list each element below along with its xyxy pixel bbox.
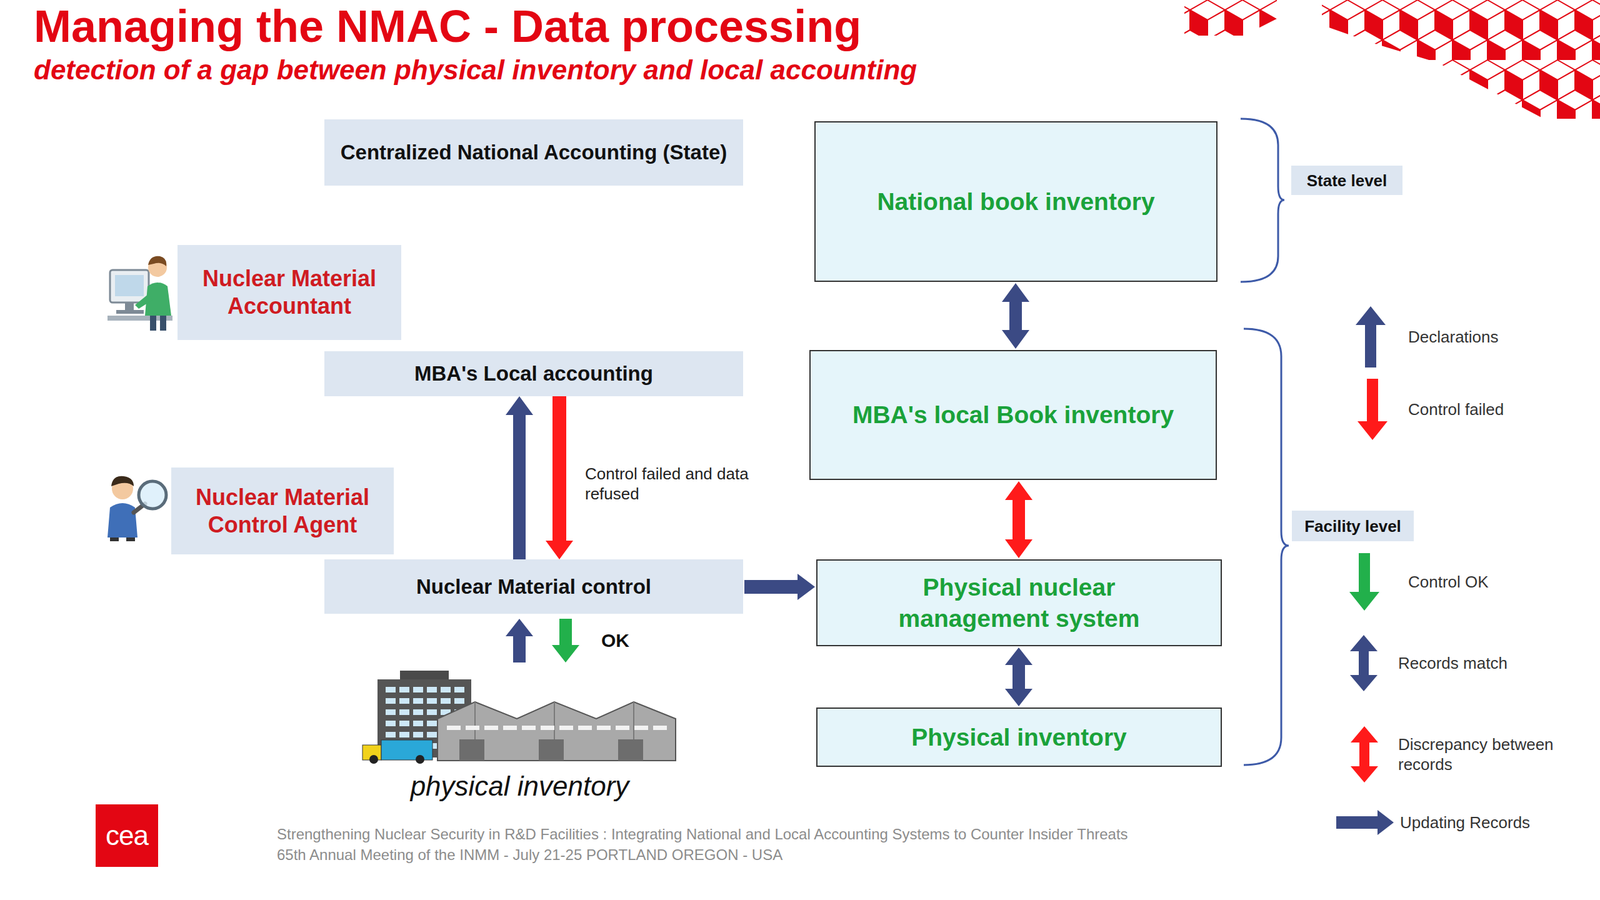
block-arrow: [545, 396, 574, 560]
inventory-box: MBA's local Book inventory: [809, 350, 1217, 480]
legend-item: Discrepancy between records: [1318, 720, 1594, 789]
accounting-box: MBA's Local accounting: [324, 351, 744, 397]
legend-icon: [1318, 628, 1400, 698]
cube-motif: [1321, 0, 1600, 119]
accounting-box: Centralized National Accounting (State): [324, 119, 744, 186]
legend-icon: [1318, 302, 1400, 372]
node-text: Facility level: [1304, 515, 1402, 537]
legend-arrow: [1357, 378, 1388, 440]
footer-text: 65th Annual Meeting of the INMM - July 2…: [276, 845, 783, 865]
legend-item: Control OK: [1318, 547, 1594, 617]
legend-arrow: [1350, 726, 1379, 783]
legend-text: Records match: [1398, 653, 1586, 674]
role-box: Nuclear Material Accountant: [177, 245, 402, 340]
page-title: Managing the NMAC - Data processing: [33, 0, 862, 53]
block-arrow: [1005, 647, 1033, 707]
legend-arrow: [1355, 306, 1386, 368]
accounting-box: Nuclear Material control: [324, 559, 744, 614]
block-arrow: [505, 396, 534, 560]
block-arrow: [1005, 481, 1033, 559]
inventory-box: National book inventory: [814, 121, 1218, 282]
node-text: Physical nuclear management system: [872, 571, 1167, 635]
inventory-box: Physical nuclear management system: [816, 559, 1222, 647]
facility-illustration: [362, 670, 676, 764]
logo-square: [95, 804, 159, 867]
illustration-node: physical inventory: [362, 667, 677, 802]
accountant-icon: [107, 256, 173, 331]
block-arrow: [1001, 283, 1030, 349]
legend-text: Declarations: [1408, 326, 1596, 347]
legend-arrow: [1336, 810, 1394, 835]
agent-icon: [107, 476, 167, 542]
node-text: Centralized National Accounting (State): [340, 140, 728, 165]
edge-label: OK: [601, 630, 630, 652]
inventory-box: Physical inventory: [816, 707, 1222, 767]
block-arrow: [744, 573, 815, 600]
legend-text: Control OK: [1408, 571, 1596, 592]
legend-text: Updating Records: [1400, 812, 1588, 833]
logo-text: cea: [95, 804, 159, 867]
legend-text: Discrepancy between records: [1398, 734, 1586, 775]
legend-item: Declarations: [1318, 302, 1594, 372]
node-text: Nuclear Material Accountant: [185, 265, 394, 320]
cube-motif: [1184, 0, 1277, 36]
legend-icon: [1318, 788, 1400, 857]
subtitle: detection of a gap between physical inve…: [33, 53, 917, 87]
legend-icon: [1318, 375, 1400, 444]
node-text: Physical inventory: [911, 721, 1127, 754]
state-bracket: [1240, 118, 1285, 282]
node-text: Nuclear Material control: [416, 574, 652, 600]
role-box: Nuclear Material Control Agent: [171, 467, 394, 555]
node-text: National book inventory: [876, 186, 1155, 218]
legend-icon: [1318, 720, 1400, 789]
node-text: physical inventory: [410, 770, 630, 802]
block-arrow: [551, 618, 580, 663]
edge-label: Control failed and data refused: [585, 463, 792, 504]
level-tag: State level: [1291, 165, 1403, 195]
legend-text: Control failed: [1408, 399, 1596, 420]
legend-icon: [1318, 547, 1400, 617]
legend-arrow: [1350, 635, 1378, 692]
node-text: Nuclear Material Control Agent: [178, 483, 387, 539]
legend-item: Control failed: [1318, 375, 1594, 444]
node-text: State level: [1306, 170, 1388, 192]
facility-bracket: [1243, 328, 1289, 765]
footer-text: Strengthening Nuclear Security in R&D Fa…: [276, 825, 1129, 844]
legend-item: Records match: [1318, 628, 1594, 698]
block-arrow: [505, 618, 534, 663]
legend-item: Updating Records: [1318, 788, 1594, 857]
node-text: MBA's Local accounting: [414, 361, 654, 387]
node-text: MBA's local Book inventory: [852, 399, 1174, 431]
legend-arrow: [1349, 553, 1380, 611]
level-tag: Facility level: [1291, 510, 1414, 542]
